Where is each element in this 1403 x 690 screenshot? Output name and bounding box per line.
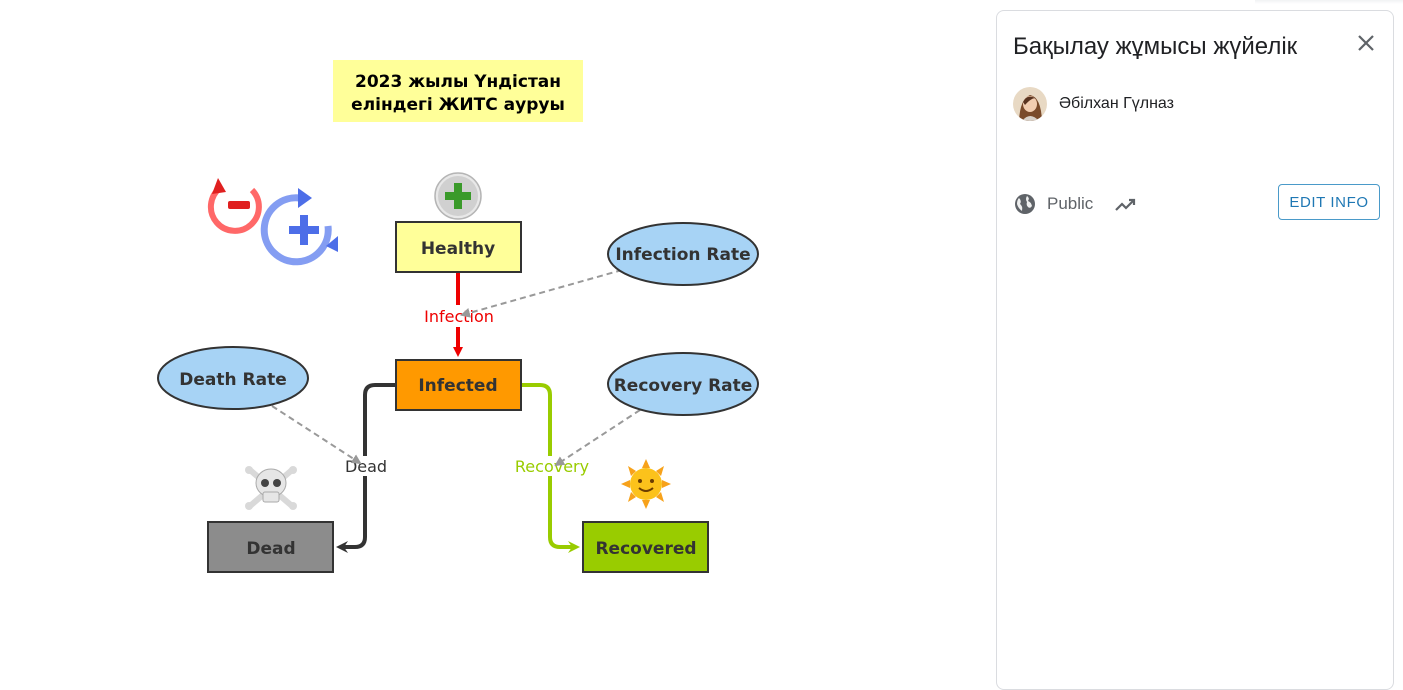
infection-flow[interactable]: Infection [420, 272, 498, 357]
stock-healthy-label: Healthy [421, 239, 495, 259]
top-edge-shadow [1255, 0, 1403, 4]
stock-dead-label: Dead [246, 539, 295, 559]
plus-icon [434, 172, 482, 220]
diagram-canvas[interactable]: 2023 жылы Үндістан еліндегі ЖИТС ауруы I… [0, 0, 990, 667]
variable-recovery-rate[interactable]: Recovery Rate [607, 352, 759, 416]
info-panel: Бақылау жұмысы жүйелік Әбілхан Гүлназ Pu… [996, 10, 1394, 690]
diagram-title[interactable]: 2023 жылы Үндістан еліндегі ЖИТС ауруы [333, 60, 583, 122]
title-line-1: 2023 жылы Үндістан [355, 72, 561, 92]
stock-healthy[interactable]: Healthy [395, 221, 522, 273]
stock-recovered[interactable]: Recovered [582, 521, 709, 573]
globe-icon [1015, 194, 1035, 214]
variable-death-rate[interactable]: Death Rate [157, 346, 309, 410]
loop-plus-icon [260, 188, 338, 266]
variable-infection-rate-label: Infection Rate [615, 245, 750, 265]
stock-recovered-label: Recovered [595, 539, 696, 559]
avatar[interactable] [1013, 87, 1047, 121]
dead-flow[interactable]: Dead [336, 383, 396, 553]
recovery-flow-label: Recovery [515, 457, 589, 476]
close-button[interactable] [1352, 29, 1380, 57]
recovery-rate-link [554, 409, 641, 467]
stock-dead[interactable]: Dead [207, 521, 334, 573]
variable-death-rate-label: Death Rate [179, 370, 286, 390]
skull-icon [245, 466, 297, 510]
loop-minus-icon [207, 178, 262, 234]
avatar-image [1013, 87, 1047, 121]
infection-rate-link [460, 269, 623, 318]
visibility-label: Public [1047, 194, 1094, 213]
title-line-2: еліндегі ЖИТС ауруы [351, 95, 565, 115]
close-icon [1358, 35, 1374, 51]
death-rate-link [271, 405, 362, 465]
variable-infection-rate[interactable]: Infection Rate [607, 222, 759, 286]
stock-flow-diagram: 2023 жылы Үндістан еліндегі ЖИТС ауруы I… [157, 60, 759, 573]
stock-infected[interactable]: Infected [395, 359, 522, 411]
author-name[interactable]: Әбілхан Гүлназ [1059, 95, 1174, 112]
variable-recovery-rate-label: Recovery Rate [614, 376, 753, 396]
sun-icon [621, 459, 671, 509]
edit-info-button[interactable]: EDIT INFO [1278, 184, 1380, 220]
stock-infected-label: Infected [418, 376, 497, 396]
panel-title: Бақылау жұмысы жүйелік [1013, 33, 1298, 60]
trending-icon[interactable] [1113, 193, 1137, 217]
dead-flow-label: Dead [345, 457, 387, 476]
recovery-flow[interactable]: Recovery [514, 383, 590, 553]
